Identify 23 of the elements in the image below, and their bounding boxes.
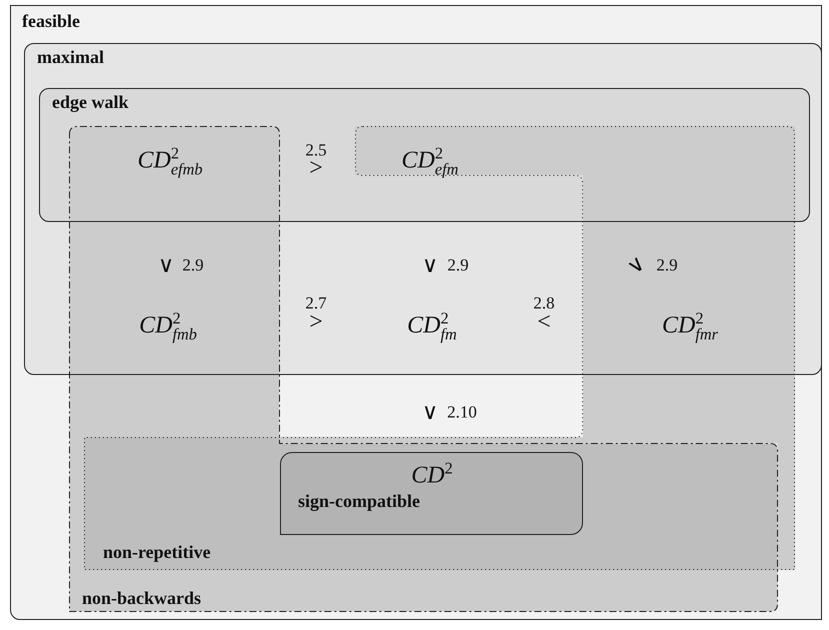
reference-number: 2.5	[305, 142, 327, 158]
reference-number: 2.9	[182, 256, 204, 274]
set-label: sign-compatible	[298, 491, 420, 512]
relation-symbol: ∨	[422, 254, 438, 276]
reference-number: 2.10	[447, 404, 477, 420]
reference-number: 2.9	[447, 256, 469, 274]
set-region	[10, 5, 822, 620]
reference-number: 2.9	[656, 256, 678, 274]
relation-symbol: ∨	[622, 251, 650, 279]
relation-symbol: ∨	[158, 254, 174, 276]
class-symbol: CD$^{2}$	[411, 460, 453, 488]
reference-number: 2.7	[305, 294, 327, 312]
set-label: non-backwards	[82, 588, 202, 609]
set-label: non-repetitive	[103, 542, 211, 563]
relation-symbol: <	[537, 310, 551, 334]
relation-symbol: ∨	[422, 401, 438, 423]
set-label: maximal	[37, 47, 104, 68]
class-box	[280, 452, 583, 535]
set-label: edge walk	[52, 92, 128, 113]
relation-symbol: >	[309, 310, 323, 334]
relation-symbol: >	[309, 156, 323, 180]
set-label: feasible	[22, 11, 80, 32]
reference-number: 2.8	[533, 294, 555, 312]
